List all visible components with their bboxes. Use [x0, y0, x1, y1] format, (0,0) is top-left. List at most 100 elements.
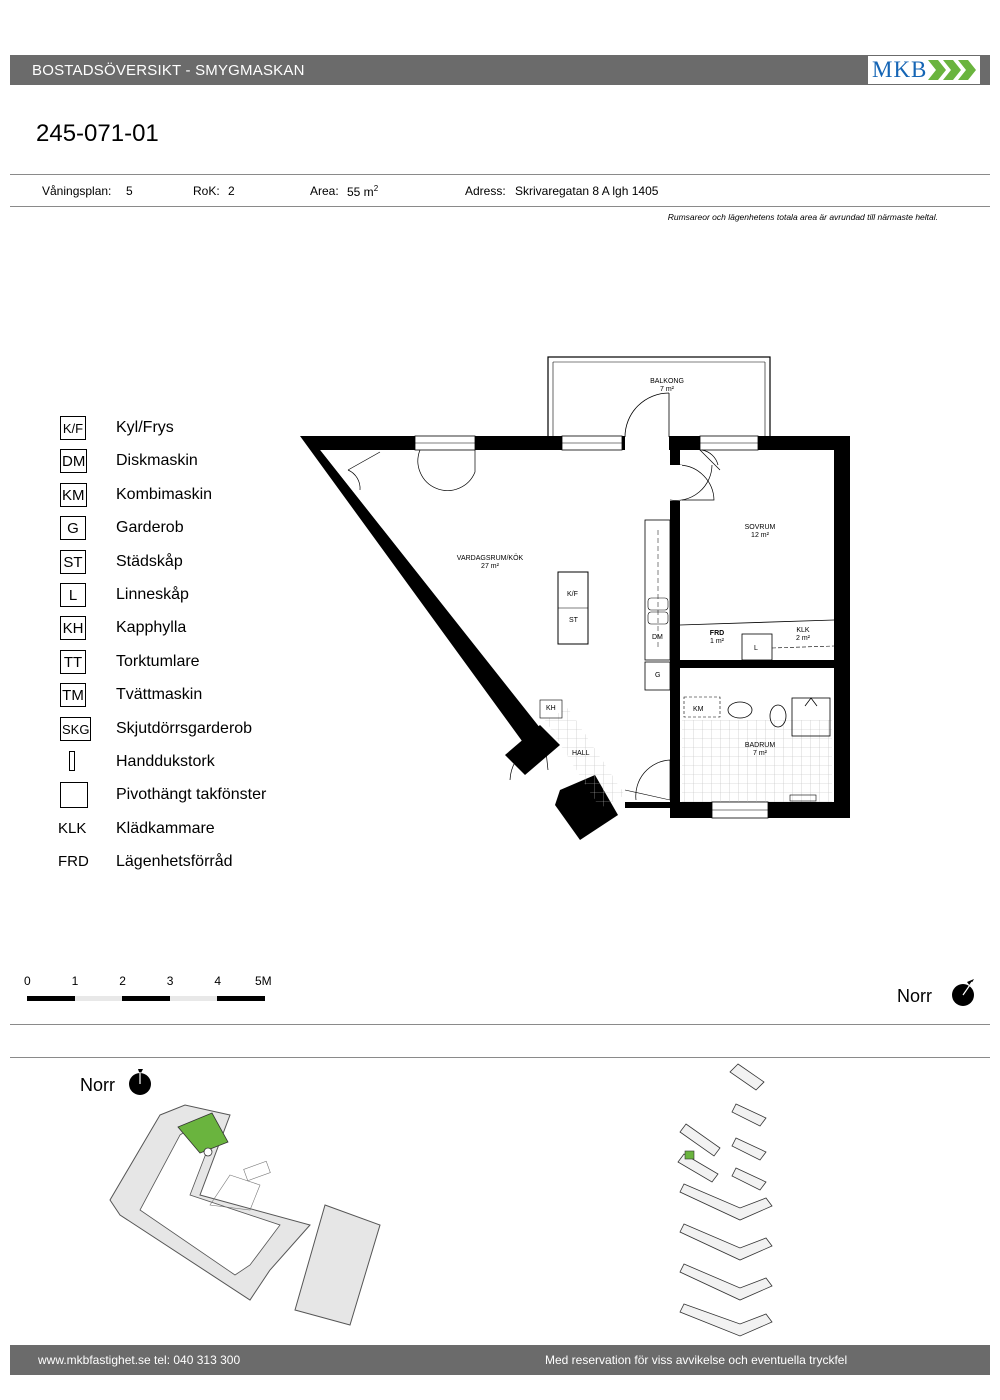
divider: [10, 1024, 990, 1025]
legend-code: K/F: [60, 416, 86, 440]
legend-code: G: [60, 516, 86, 541]
scale-segment: [27, 996, 75, 1001]
rok-value: 2: [228, 184, 235, 198]
room-hall: HALL: [572, 750, 590, 757]
room-name: KLK: [796, 627, 810, 634]
bedroom-wall: [670, 502, 680, 692]
kitchen-counter: [644, 519, 671, 661]
scale-tick-label: 0: [24, 974, 31, 988]
scale-segment: [217, 996, 265, 1001]
legend-code: L: [60, 583, 86, 607]
room-area: 7 m²: [753, 750, 767, 757]
legend-code: ST: [60, 549, 86, 574]
legend-code: DM: [60, 449, 88, 474]
fixture-kf: K/F: [567, 591, 578, 598]
divider: [10, 1057, 990, 1058]
room-area: 2 m²: [796, 635, 810, 642]
room-sovrum: SOVRUM 12 m²: [730, 524, 790, 540]
legend-code: TT: [60, 649, 86, 674]
legend-label: Diskmaskin: [116, 452, 198, 470]
legend-label: Städskåp: [116, 552, 183, 570]
hall-wall: [505, 725, 560, 775]
room-badrum: BADRUM 7 m²: [730, 742, 790, 758]
scale-segment: [74, 996, 123, 1001]
balcony-door: [625, 436, 669, 450]
site-plan: [109, 1104, 381, 1326]
room-name: BALKONG: [650, 378, 684, 385]
legend-code: KLK: [58, 819, 87, 837]
logo-arrows-icon: [928, 60, 976, 80]
building-stack: [677, 1063, 773, 1337]
legend-code: FRD: [58, 853, 89, 871]
room-klk: KLK 2 m²: [786, 627, 820, 643]
area-number: 55 m: [347, 185, 374, 199]
mkb-logo: MKB: [868, 56, 980, 84]
legend-label: Linneskåp: [116, 586, 189, 603]
room-area: 1 m²: [710, 638, 724, 645]
legend-label: Handdukstork: [116, 753, 215, 770]
unit-id: 245-071-01: [36, 120, 159, 147]
scale-tick-label: 3: [166, 974, 174, 988]
fixture-l: L: [754, 645, 758, 652]
legend-label: Skjutdörrsgarderob: [116, 719, 253, 737]
scale-tick-label: 4: [214, 974, 222, 988]
footer-contact: www.mkbfastighet.se tel: 040 313 300: [38, 1353, 241, 1367]
legend-label: Garderob: [116, 519, 184, 537]
fixture-km: KM: [693, 706, 704, 713]
header-title: BOSTADSÖVERSIKT - SMYGMASKAN: [32, 62, 305, 79]
balcony-outline: [547, 356, 771, 438]
fixture-dm: DM: [652, 634, 663, 641]
room-name: FRD: [709, 630, 725, 637]
room-vardagsrum: VARDAGSRUM/KÖK 27 m²: [440, 555, 540, 571]
logo-text: MKB: [872, 57, 928, 82]
legend-label: Tvättmaskin: [116, 686, 203, 704]
legend-label: Kapphylla: [116, 619, 187, 637]
legend-label: Torktumlare: [116, 652, 200, 670]
bathroom-tiles: [682, 720, 832, 802]
address-label: Adress:: [465, 184, 506, 198]
stack-unit-highlight: [684, 1150, 695, 1160]
roof-window-icon: [60, 782, 88, 809]
hall-tiles: [545, 708, 625, 808]
room-frd: FRD 1 m²: [700, 630, 734, 646]
floor-plan: [300, 356, 850, 840]
scale-tick-label: 2: [119, 974, 126, 988]
legend-code: TM: [60, 683, 86, 708]
divider: [10, 206, 990, 207]
legend-label: Kombimaskin: [116, 485, 213, 503]
legend-label: Kyl/Frys: [116, 419, 174, 436]
fixture-st: ST: [569, 617, 578, 624]
legend-label: Klädkammare: [116, 819, 215, 837]
towel-rail-icon: [69, 751, 75, 771]
room-area: 12 m²: [751, 532, 769, 539]
footer-bar: www.mkbfastighet.se tel: 040 313 300 Med…: [10, 1345, 990, 1375]
room-name: BADRUM: [744, 742, 776, 749]
site-compass-icon: [129, 1069, 151, 1095]
area-value: 55 m2: [347, 184, 378, 199]
north-compass-icon: [952, 979, 974, 1006]
scale-tick-label: 1: [71, 974, 79, 988]
scale-tick-label: 5M: [255, 974, 272, 988]
east-wall: [834, 436, 850, 818]
room-name: SOVRUM: [744, 524, 776, 531]
legend-code: KM: [60, 482, 87, 507]
room-balkong: BALKONG 7 m²: [640, 378, 694, 394]
fixture-kh: KH: [546, 705, 556, 712]
legend-label: Pivothängt takfönster: [116, 786, 267, 804]
room-name: VARDAGSRUM/KÖK: [456, 555, 524, 562]
area-label: Area:: [310, 184, 339, 198]
room-area: 27 m²: [481, 563, 499, 570]
scale-segment: [122, 996, 170, 1001]
north-label: Norr: [897, 986, 932, 1006]
room-area: 7 m²: [660, 386, 674, 393]
legend-label: Lägenhetsförråd: [116, 853, 233, 871]
rok-label: RoK:: [193, 184, 220, 198]
area-note: Rumsareor och lägenhetens totala area är…: [667, 212, 938, 222]
legend-code: KH: [60, 616, 86, 641]
floor-value: 5: [126, 184, 133, 198]
area-sup: 2: [373, 184, 379, 193]
scale-segment: [169, 996, 218, 1001]
site-unit-highlight: [177, 1112, 229, 1154]
header-bar: BOSTADSÖVERSIKT - SMYGMASKAN: [10, 55, 990, 85]
divider: [10, 174, 990, 175]
